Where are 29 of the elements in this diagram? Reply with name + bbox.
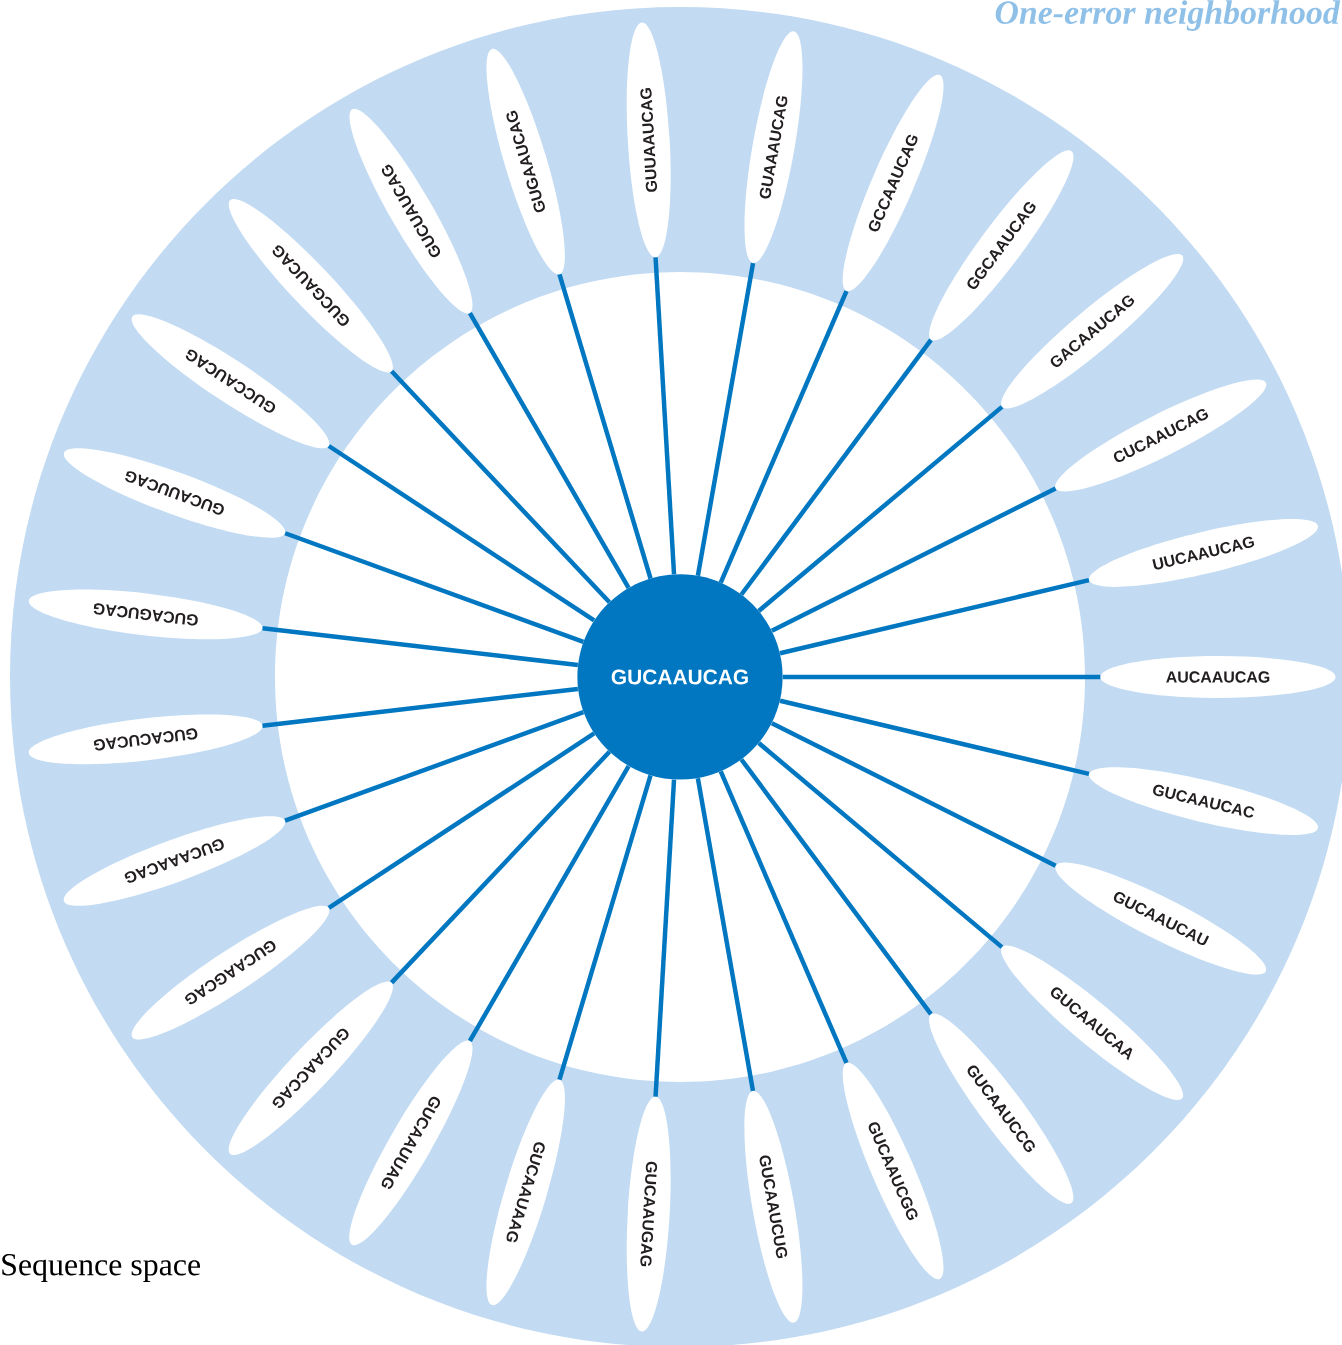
spoke-line bbox=[467, 311, 631, 590]
spoke-line bbox=[262, 686, 579, 728]
spoke-line bbox=[757, 405, 1004, 613]
spoke-line bbox=[467, 764, 631, 1043]
spoke-line bbox=[779, 577, 1090, 656]
spoke-line bbox=[653, 779, 677, 1097]
spoke-line bbox=[718, 290, 849, 584]
spoke-line bbox=[557, 774, 653, 1081]
spoke-line bbox=[718, 770, 849, 1064]
spoke-line bbox=[284, 710, 585, 823]
spoke-line bbox=[653, 257, 677, 575]
title: One-error neighborhood bbox=[995, 0, 1341, 31]
spoke-line bbox=[390, 750, 612, 985]
spoke-line bbox=[695, 777, 756, 1092]
spoke-line bbox=[390, 369, 612, 604]
spoke-line bbox=[779, 698, 1090, 777]
spoke-line bbox=[739, 758, 933, 1016]
spoke-line bbox=[557, 273, 653, 580]
spoke-line bbox=[284, 531, 585, 644]
spoke-line bbox=[782, 674, 1101, 680]
caption-text: Sequence space bbox=[2, 1254, 201, 1282]
spoke-line bbox=[327, 444, 596, 623]
spoke-line bbox=[770, 486, 1057, 633]
spoke-line bbox=[262, 625, 579, 668]
spoke-line bbox=[695, 262, 756, 577]
spoke-line bbox=[327, 731, 596, 910]
spoke-line bbox=[739, 338, 933, 596]
spoke-line bbox=[757, 741, 1004, 949]
spoke-line bbox=[770, 721, 1057, 868]
